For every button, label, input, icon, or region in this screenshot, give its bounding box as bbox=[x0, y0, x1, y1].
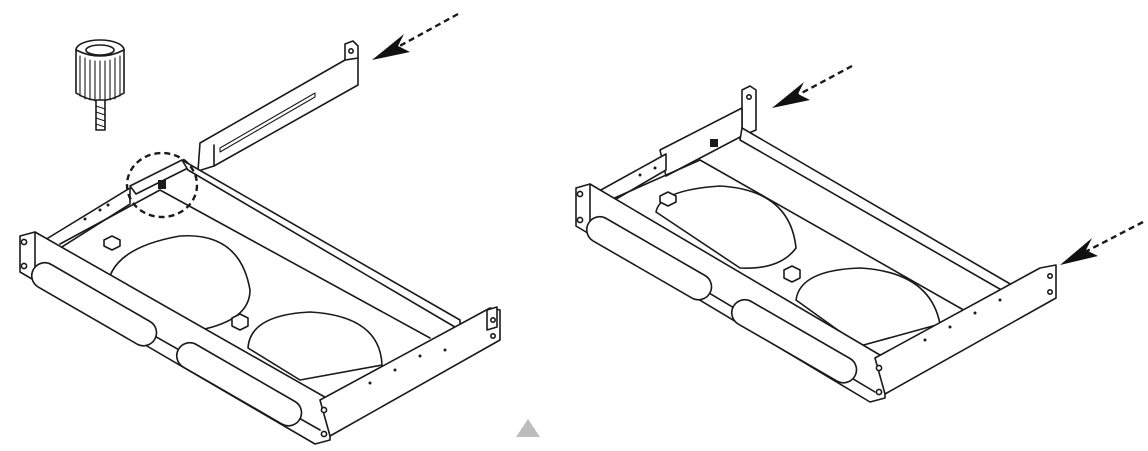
step-right bbox=[575, 64, 1144, 403]
dashed-arrow-icon bbox=[772, 64, 853, 108]
rack-tray-left bbox=[19, 159, 501, 445]
dashed-arrow-icon bbox=[372, 12, 459, 60]
side-bracket-detached bbox=[197, 40, 359, 172]
dashed-circle-callout bbox=[125, 151, 199, 219]
rack-tray-right bbox=[575, 85, 1057, 403]
dashed-arrow-icon bbox=[1060, 220, 1144, 265]
thumbscrew-icon bbox=[75, 39, 125, 131]
triangle-marker-icon bbox=[516, 419, 540, 437]
step-left bbox=[19, 12, 501, 445]
